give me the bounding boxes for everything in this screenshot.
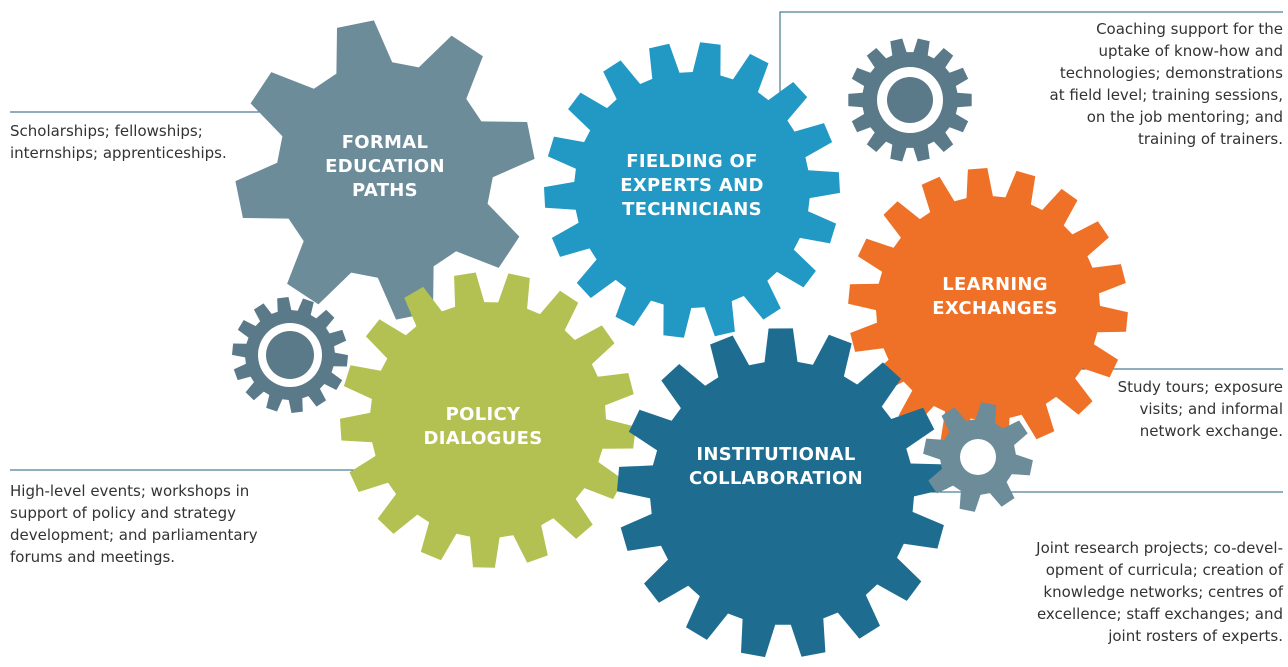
desc-learning-line: network exchange. [1139, 422, 1283, 440]
desc-fielding-line: training of trainers. [1138, 130, 1283, 148]
gear-label-institutional: COLLABORATION [689, 468, 863, 489]
desc-fielding-line: Coaching support for the [1096, 20, 1283, 38]
gear-small-ring-left-icon-ring [266, 331, 314, 379]
gear-learning-exchanges [848, 168, 1128, 448]
gear-label-policy: DIALOGUES [423, 428, 542, 449]
desc-institutional: Joint research projects; co-devel- opmen… [1036, 537, 1283, 647]
desc-learning-line: visits; and informal [1139, 400, 1283, 418]
gear-label-formal: FORMAL [342, 132, 429, 153]
gear-layer [232, 20, 1128, 658]
gear-small-plain-bottom-icon-hole [960, 439, 996, 475]
desc-learning-line: Study tours; exposure [1117, 378, 1283, 396]
gear-label-fielding: TECHNICIANS [622, 199, 762, 220]
gear-labels: FORMAL EDUCATION PATHS FIELDING OF EXPERTS A… [325, 132, 1058, 489]
gear-label-institutional: INSTITUTIONAL [696, 444, 855, 465]
gear-small-ring-top-icon-ring [887, 77, 933, 123]
desc-learning: Study tours; exposure visits; and inform… [1118, 376, 1283, 442]
gear-fielding-experts [544, 42, 840, 338]
desc-policy-line: support of policy and strategy [10, 504, 237, 522]
desc-policy-line: High-level events; workshops in [10, 482, 250, 500]
desc-policy-line: forums and meetings. [10, 548, 176, 566]
gear-policy-dialogues [340, 272, 636, 568]
gear-formal-education [235, 20, 535, 320]
desc-formal-line: Scholarships; fellowships; [10, 122, 203, 140]
desc-formal-line: internships; apprenticeships. [10, 144, 227, 162]
desc-institutional-line: joint rosters of experts. [1108, 627, 1283, 645]
gear-label-fielding: EXPERTS AND [620, 175, 763, 196]
gear-label-formal: PATHS [352, 180, 418, 201]
desc-policy: High-level events; workshops in support … [10, 480, 258, 568]
gear-label-policy: POLICY [446, 404, 521, 425]
gear-label-formal: EDUCATION [325, 156, 445, 177]
desc-institutional-line: knowledge networks; centres of [1043, 583, 1283, 601]
desc-fielding-line: at field level; training sessions, [1049, 86, 1283, 104]
gear-institutional-collaboration [617, 328, 947, 658]
desc-formal: Scholarships; fellowships; internships; … [10, 120, 227, 164]
desc-institutional-line: Joint research projects; co-devel- [1036, 539, 1283, 557]
desc-institutional-line: opment of curricula; creation of [1045, 561, 1283, 579]
gear-label-fielding: FIELDING OF [626, 151, 757, 172]
desc-fielding: Coaching support for the uptake of know-… [1050, 18, 1283, 150]
gear-label-learning: EXCHANGES [932, 298, 1058, 319]
desc-fielding-line: on the job mentoring; and [1086, 108, 1283, 126]
desc-fielding-line: technologies; demonstrations [1059, 64, 1283, 82]
desc-fielding-line: uptake of know-how and [1098, 42, 1283, 60]
desc-policy-line: development; and parliamentary [10, 526, 258, 544]
gear-label-learning: LEARNING [942, 274, 1048, 295]
desc-institutional-line: excellence; staff exchanges; and [1036, 605, 1283, 623]
